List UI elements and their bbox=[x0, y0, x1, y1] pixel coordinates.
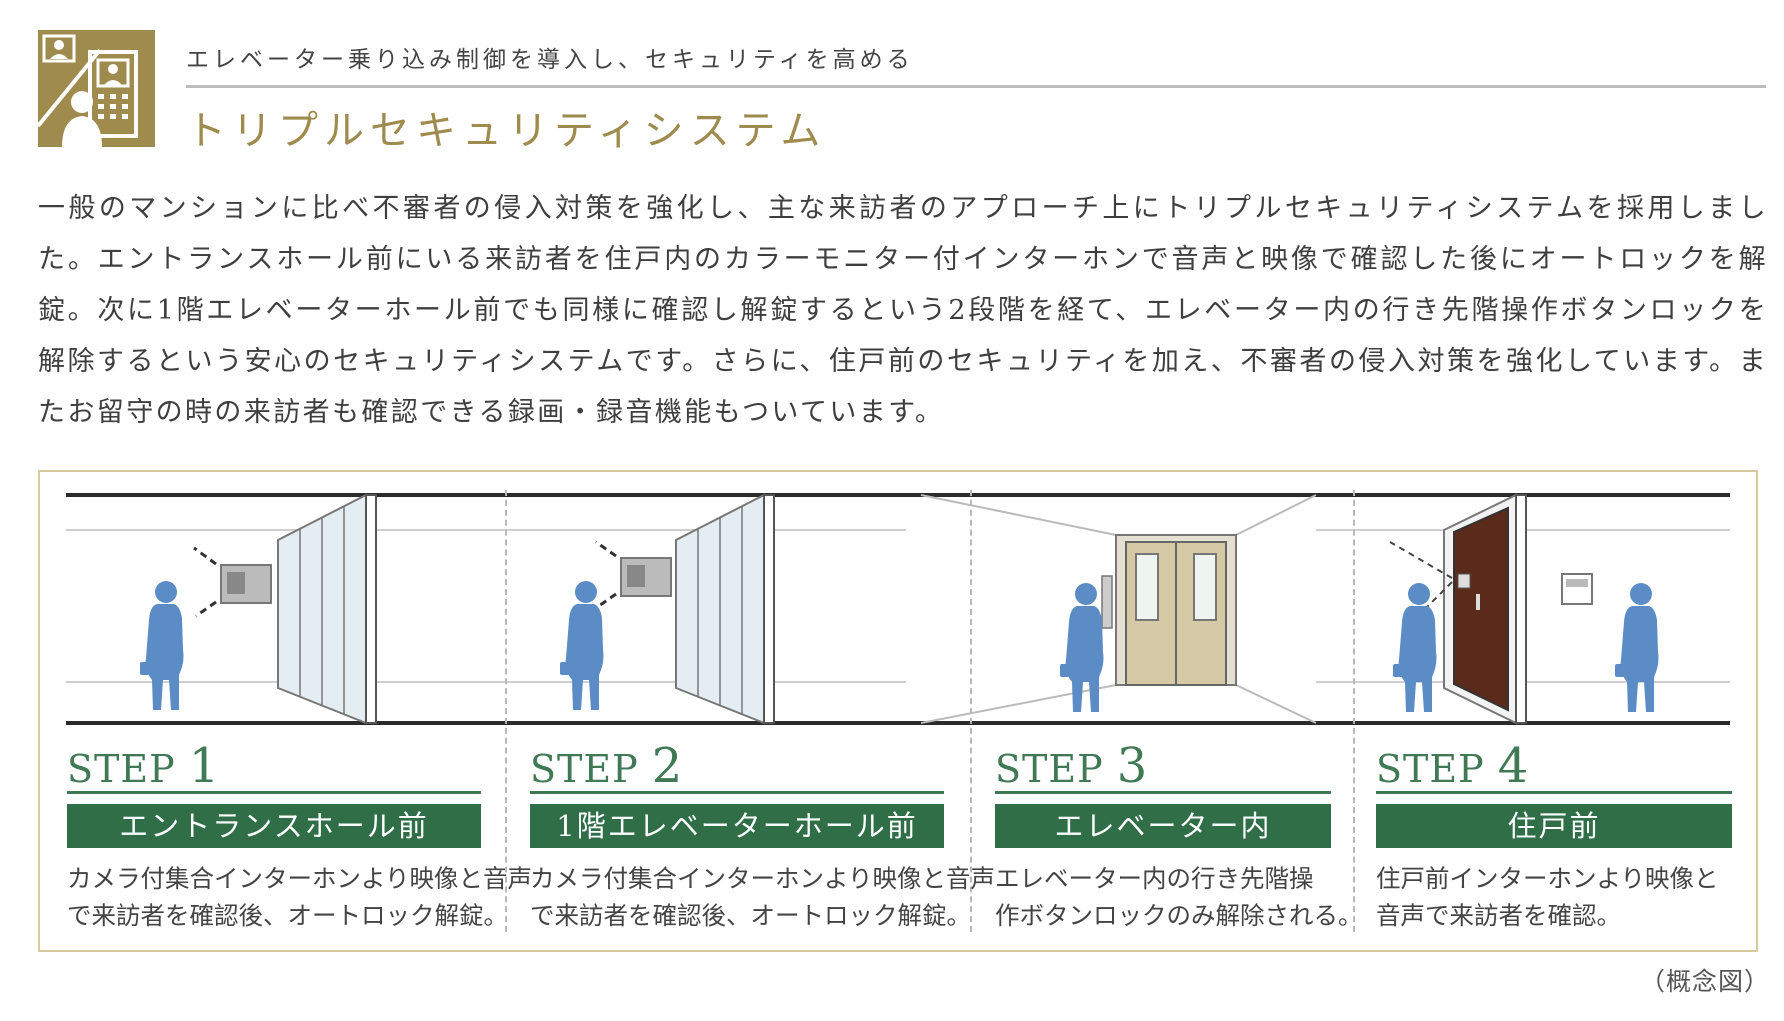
step-number: 3 bbox=[1116, 738, 1149, 794]
description-paragraph: 一般のマンションに比べ不審者の侵入対策を強化し、主な来訪者のアプローチ上にトリプ… bbox=[38, 193, 1768, 428]
step-description: 住戸前インターホンより映像と音声で来訪者を確認。 bbox=[1376, 864, 1719, 930]
column-divider bbox=[505, 490, 507, 932]
security-steps-illustration bbox=[66, 493, 1730, 725]
column-divider bbox=[970, 490, 972, 932]
step-number: 2 bbox=[651, 738, 684, 794]
step4-illustration bbox=[1316, 493, 1730, 725]
concept-diagram-note: （概念図） bbox=[1640, 967, 1771, 996]
step-label: STEP 3 bbox=[995, 738, 1149, 794]
step-description: エレベーター内の行き先階操作ボタンロックのみ解除される。 bbox=[995, 864, 1363, 930]
diagram-frame bbox=[38, 470, 1758, 952]
step-number: 1 bbox=[188, 738, 221, 794]
step-rule bbox=[1376, 791, 1732, 794]
step-title-bar: エントランスホール前 bbox=[67, 804, 481, 848]
step-description: カメラ付集合インターホンより映像と音声で来訪者を確認後、オートロック解錠。 bbox=[67, 864, 533, 930]
step2-illustration bbox=[466, 493, 906, 725]
step-number: 4 bbox=[1497, 738, 1530, 794]
step-description: カメラ付集合インターホンより映像と音声で来訪者を確認後、オートロック解錠。 bbox=[530, 864, 996, 930]
intercom-monitor-icon bbox=[38, 30, 155, 147]
step-label: STEP 2 bbox=[530, 738, 684, 794]
step-rule bbox=[67, 791, 481, 794]
step1-illustration bbox=[66, 493, 466, 725]
column-divider bbox=[1353, 490, 1355, 932]
step-rule bbox=[530, 791, 944, 794]
header-divider bbox=[186, 85, 1766, 88]
page-subtitle: エレベーター乗り込み制御を導入し、セキュリティを高める bbox=[186, 47, 914, 73]
step-label: STEP 4 bbox=[1376, 738, 1530, 794]
step3-illustration bbox=[920, 494, 1317, 724]
page-title: トリプルセキュリティシステム bbox=[186, 108, 827, 154]
step-rule bbox=[995, 791, 1331, 794]
step-title-bar: 住戸前 bbox=[1376, 804, 1732, 848]
step-label: STEP 1 bbox=[67, 738, 221, 794]
step-title-bar: 1階エレベーターホール前 bbox=[530, 804, 944, 848]
step-title-bar: エレベーター内 bbox=[995, 804, 1331, 848]
